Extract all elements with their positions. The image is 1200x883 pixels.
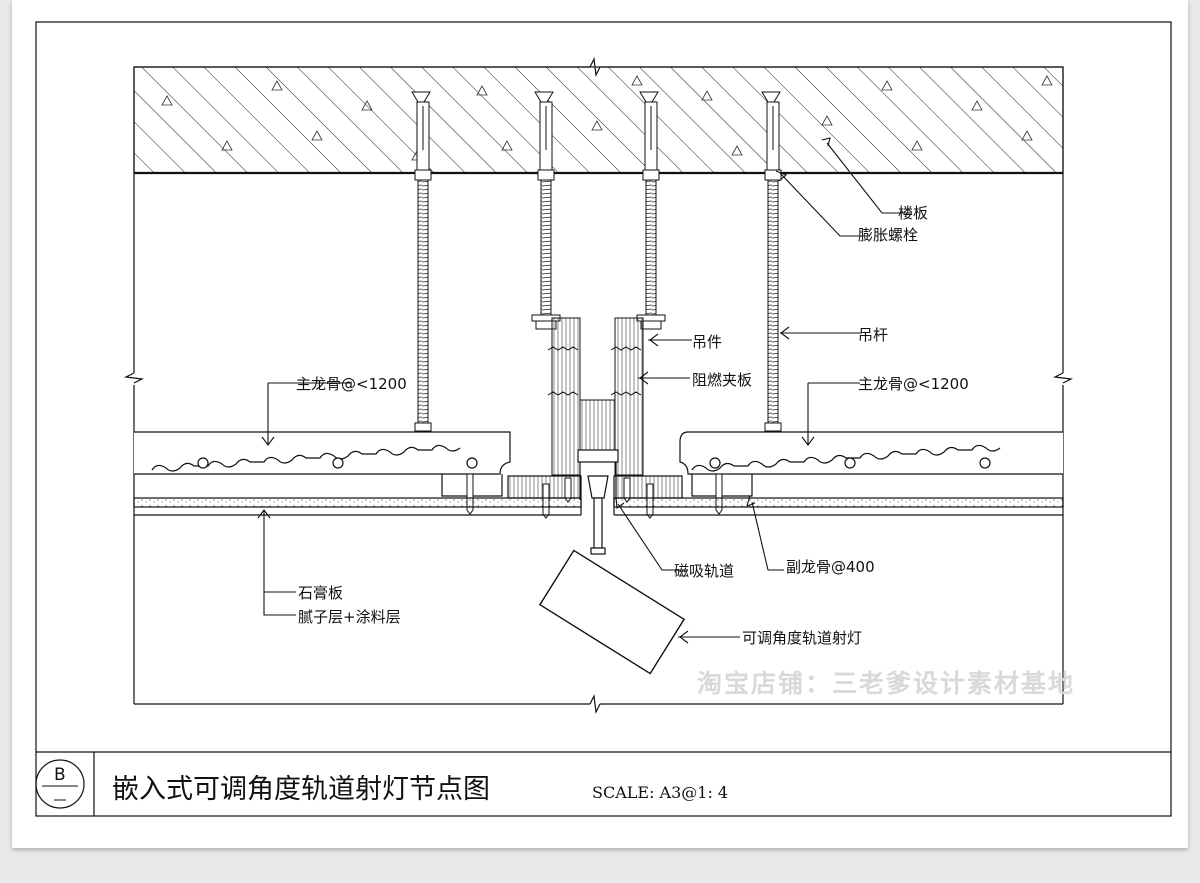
main-keel-right <box>679 431 1063 475</box>
magnetic-track <box>577 449 619 555</box>
label-magnetic-track: 磁吸轨道 <box>674 562 734 580</box>
detail-drawing: 楼板 膨胀螺栓 吊件 吊杆 阻燃夹板 主龙骨@<1200 主龙骨@<1200 石… <box>35 21 1172 817</box>
label-main-keel-left: 主龙骨@<1200 <box>296 375 407 393</box>
label-track-spotlight: 可调角度轨道射灯 <box>742 629 862 647</box>
label-hanger-piece: 吊件 <box>692 333 722 351</box>
hanger-rod-4 <box>761 91 782 432</box>
drawing-sheet: 楼板 膨胀螺栓 吊件 吊杆 阻燃夹板 主龙骨@<1200 主龙骨@<1200 石… <box>12 0 1188 848</box>
label-putty-coating: 腻子层+涂料层 <box>298 608 401 626</box>
label-main-keel-right: 主龙骨@<1200 <box>858 375 969 393</box>
gypsum-board <box>133 497 1064 516</box>
hanger-rod-1 <box>411 91 432 432</box>
leaders <box>257 137 912 644</box>
label-fire-retardant-board: 阻燃夹板 <box>692 371 752 389</box>
floor-slab <box>133 66 1064 175</box>
watermark: 淘宝店铺：三老爹设计素材基地 <box>697 669 1075 698</box>
detail-tag-letter: B <box>54 765 66 785</box>
detail-tag: B <box>35 759 85 809</box>
hanger-rod-2 <box>531 91 561 330</box>
label-gypsum-board: 石膏板 <box>298 584 343 602</box>
drawing-scale: SCALE: A3@1: 4 <box>592 783 728 802</box>
label-expansion-bolt: 膨胀螺栓 <box>858 226 918 244</box>
label-hanger-rod: 吊杆 <box>858 326 888 344</box>
label-secondary-keel: 副龙骨@400 <box>786 558 875 576</box>
main-keel-left <box>134 431 511 475</box>
track-spotlight <box>538 549 686 675</box>
hanger-rod-3 <box>636 91 666 330</box>
outer-frame <box>35 21 1172 817</box>
drawing-title: 嵌入式可调角度轨道射灯节点图 <box>112 774 490 805</box>
fire-retardant-board <box>547 317 644 476</box>
label-floor-slab: 楼板 <box>898 204 928 222</box>
